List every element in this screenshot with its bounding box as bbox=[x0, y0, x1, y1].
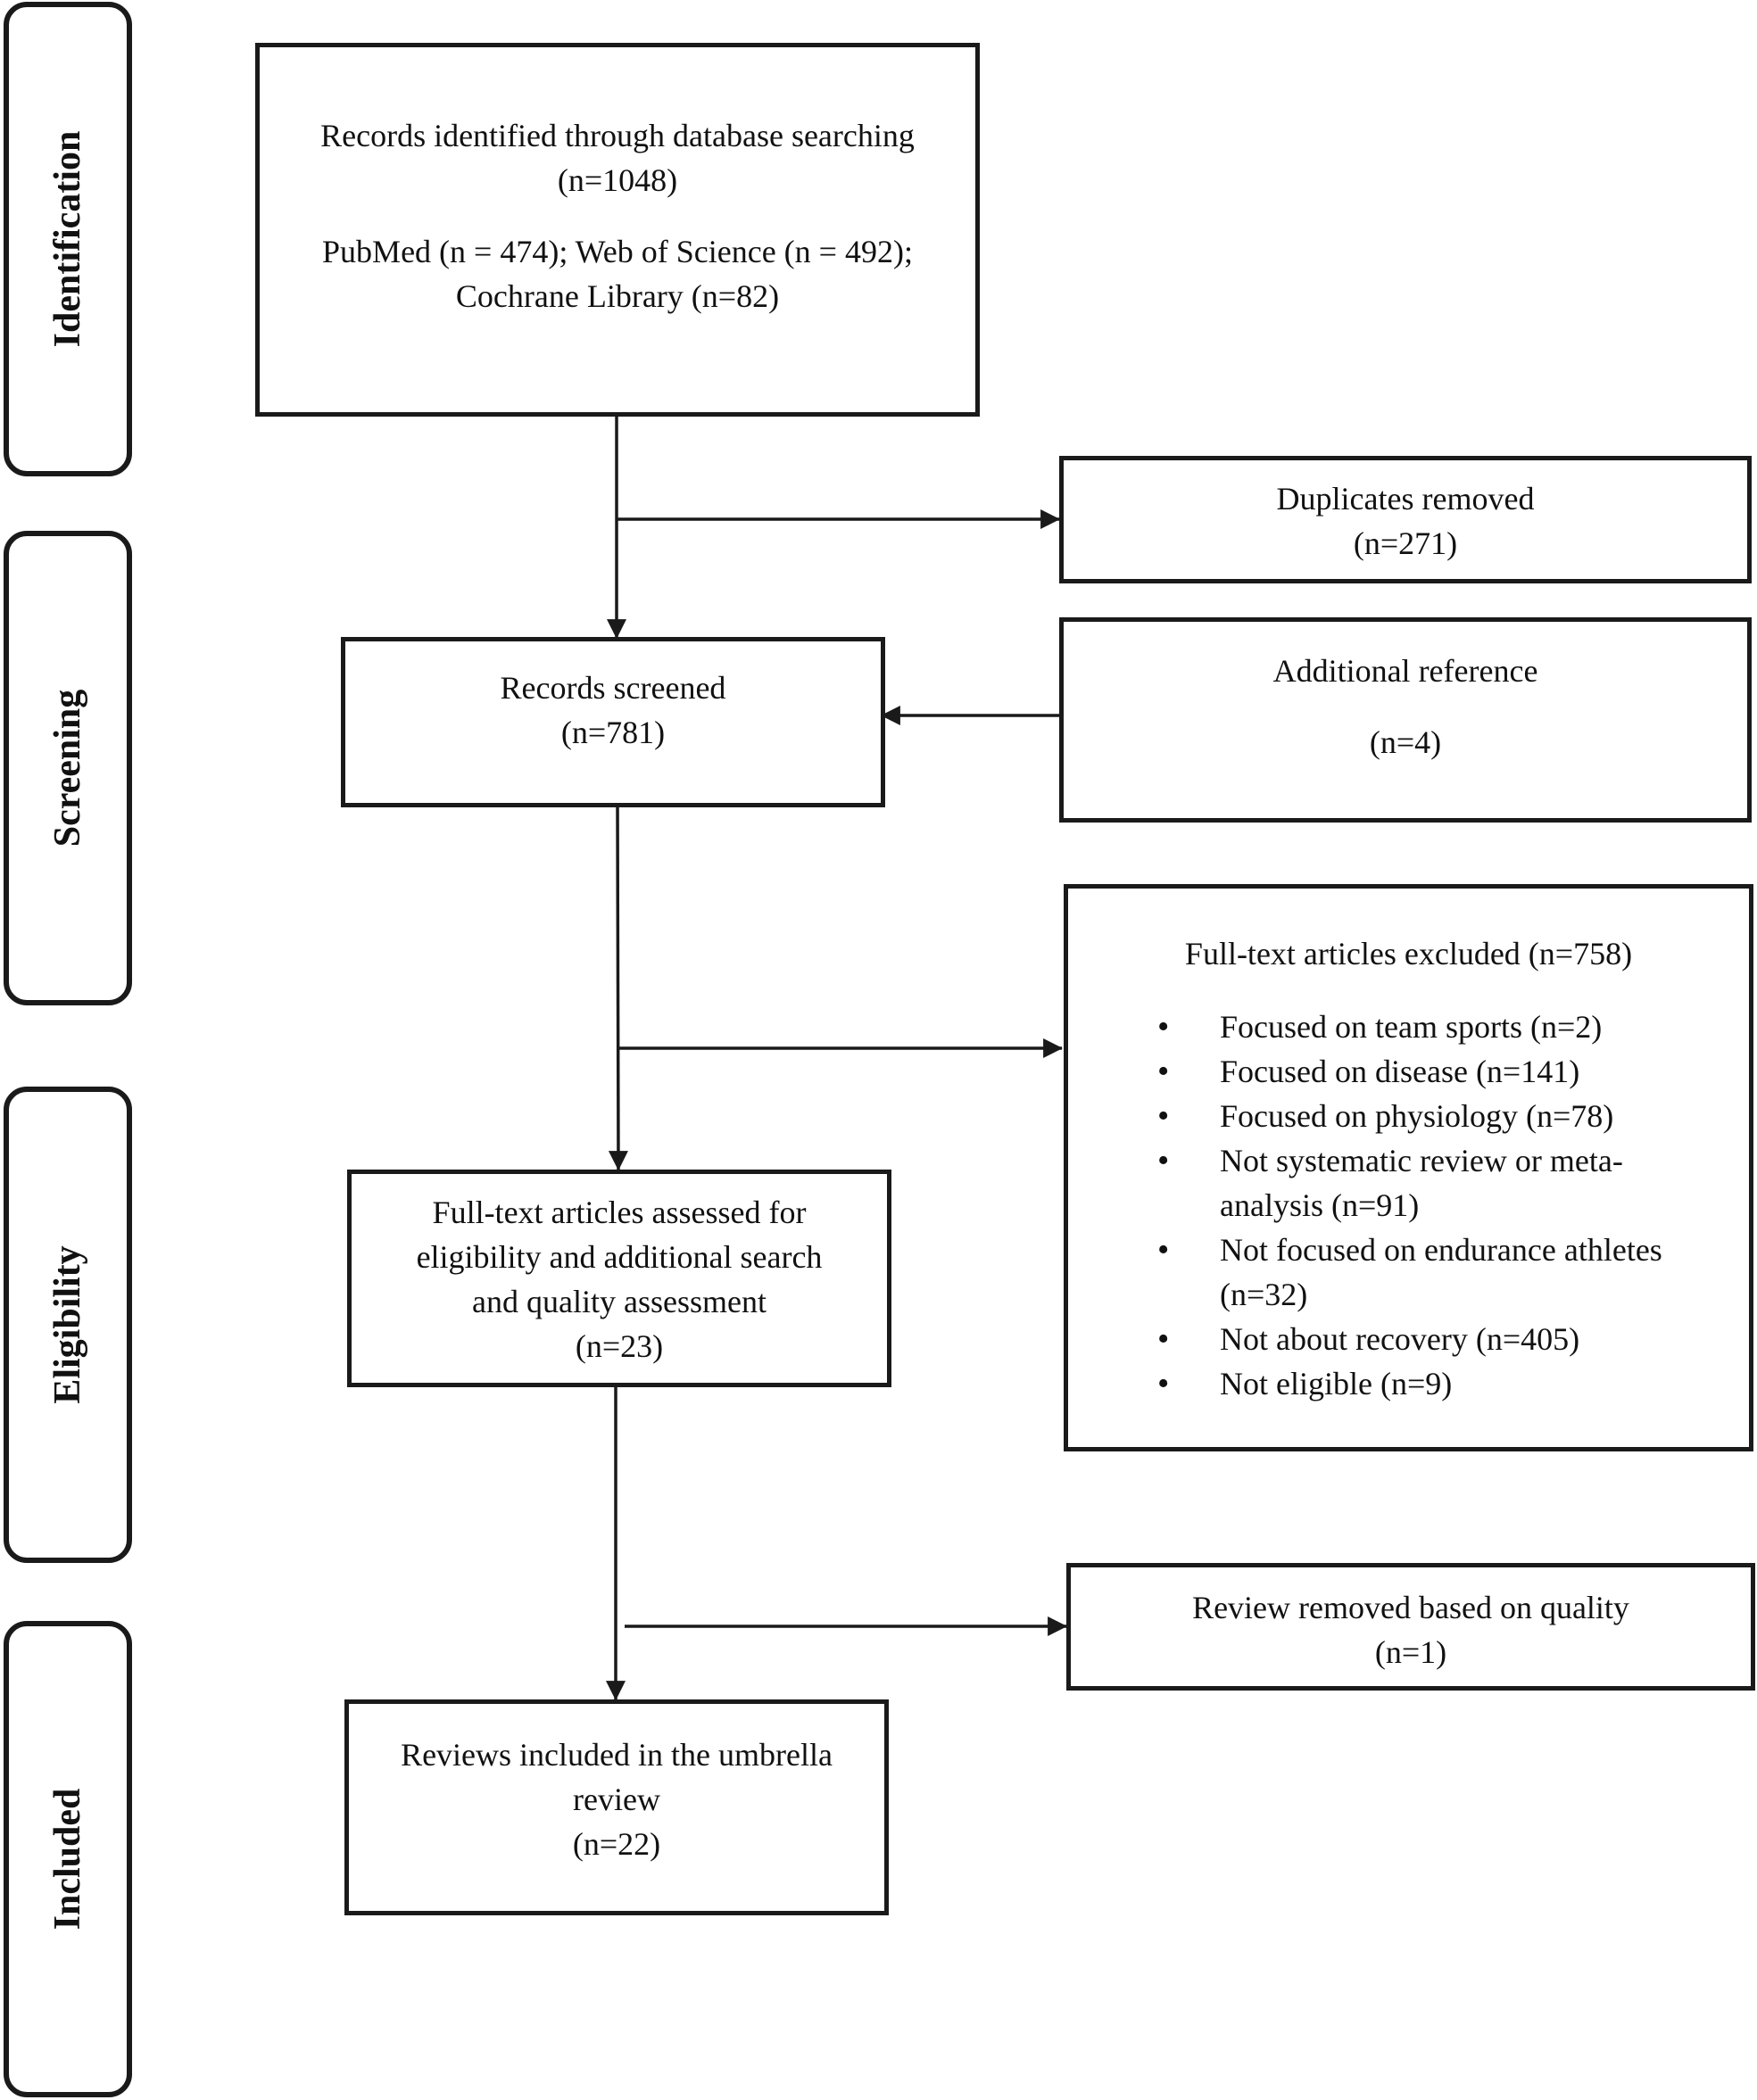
arrow-screened-to-assessed bbox=[608, 805, 628, 1171]
phase-eligibility: Eligibility bbox=[4, 1087, 132, 1563]
phase-included-label: Included bbox=[47, 1788, 88, 1931]
quality-title: Review removed based on quality bbox=[1192, 1590, 1629, 1625]
assessed-line-3: and quality assessment bbox=[472, 1284, 767, 1319]
exclusion-reason: Focused on disease (n=141) bbox=[1068, 1049, 1749, 1094]
phase-included: Included bbox=[4, 1621, 132, 2097]
identification-title: Records identified through database sear… bbox=[320, 118, 915, 153]
included-line-2: review bbox=[573, 1782, 660, 1817]
quality-removed-box: Review removed based on quality (n=1) bbox=[1066, 1563, 1755, 1691]
phase-identification-label: Identification bbox=[47, 130, 88, 348]
exclusion-reasons-list: Focused on team sports (n=2) Focused on … bbox=[1068, 1005, 1749, 1406]
exclusion-reason: Not systematic review or meta-analysis (… bbox=[1068, 1138, 1749, 1228]
included-count: (n=22) bbox=[572, 1826, 661, 1862]
phase-screening-label: Screening bbox=[47, 689, 88, 847]
additional-reference-box: Additional reference (n=4) bbox=[1059, 617, 1752, 823]
excluded-title: Full-text articles excluded (n=758) bbox=[1184, 936, 1633, 971]
phase-identification: Identification bbox=[4, 2, 132, 476]
identification-box: Records identified through database sear… bbox=[255, 43, 980, 417]
assessed-line-2: eligibility and additional search bbox=[416, 1239, 823, 1275]
full-text-excluded-box: Full-text articles excluded (n=758) Focu… bbox=[1064, 884, 1753, 1451]
additional-count: (n=4) bbox=[1369, 724, 1442, 760]
reviews-included-box: Reviews included in the umbrella review … bbox=[344, 1699, 889, 1915]
identification-sources-1: PubMed (n = 474); Web of Science (n = 49… bbox=[322, 234, 913, 269]
screened-title: Records screened bbox=[500, 670, 726, 706]
records-screened-box: Records screened (n=781) bbox=[341, 637, 885, 807]
identification-sources-2: Cochrane Library (n=82) bbox=[455, 278, 780, 314]
phase-eligibility-label: Eligibility bbox=[47, 1245, 88, 1404]
duplicates-count: (n=271) bbox=[1353, 525, 1458, 561]
exclusion-reason: Not about recovery (n=405) bbox=[1068, 1317, 1749, 1361]
phase-screening: Screening bbox=[4, 531, 132, 1005]
exclusion-reason: Not focused on endurance athletes(n=32) bbox=[1068, 1228, 1749, 1317]
exclusion-reason: Focused on physiology (n=78) bbox=[1068, 1094, 1749, 1138]
assessed-line-1: Full-text articles assessed for bbox=[432, 1195, 807, 1230]
assessed-count: (n=23) bbox=[575, 1328, 664, 1364]
full-text-assessed-box: Full-text articles assessed for eligibil… bbox=[347, 1170, 891, 1387]
duplicates-removed-box: Duplicates removed (n=271) bbox=[1059, 456, 1752, 583]
exclusion-reason: Focused on team sports (n=2) bbox=[1068, 1005, 1749, 1049]
duplicates-title: Duplicates removed bbox=[1276, 481, 1535, 517]
screened-count: (n=781) bbox=[560, 715, 666, 750]
additional-title: Additional reference bbox=[1272, 653, 1538, 689]
exclusion-reason: Not eligible (n=9) bbox=[1068, 1361, 1749, 1406]
identification-count: (n=1048) bbox=[557, 162, 678, 198]
included-line-1: Reviews included in the umbrella bbox=[401, 1737, 833, 1773]
quality-count: (n=1) bbox=[1374, 1634, 1447, 1670]
